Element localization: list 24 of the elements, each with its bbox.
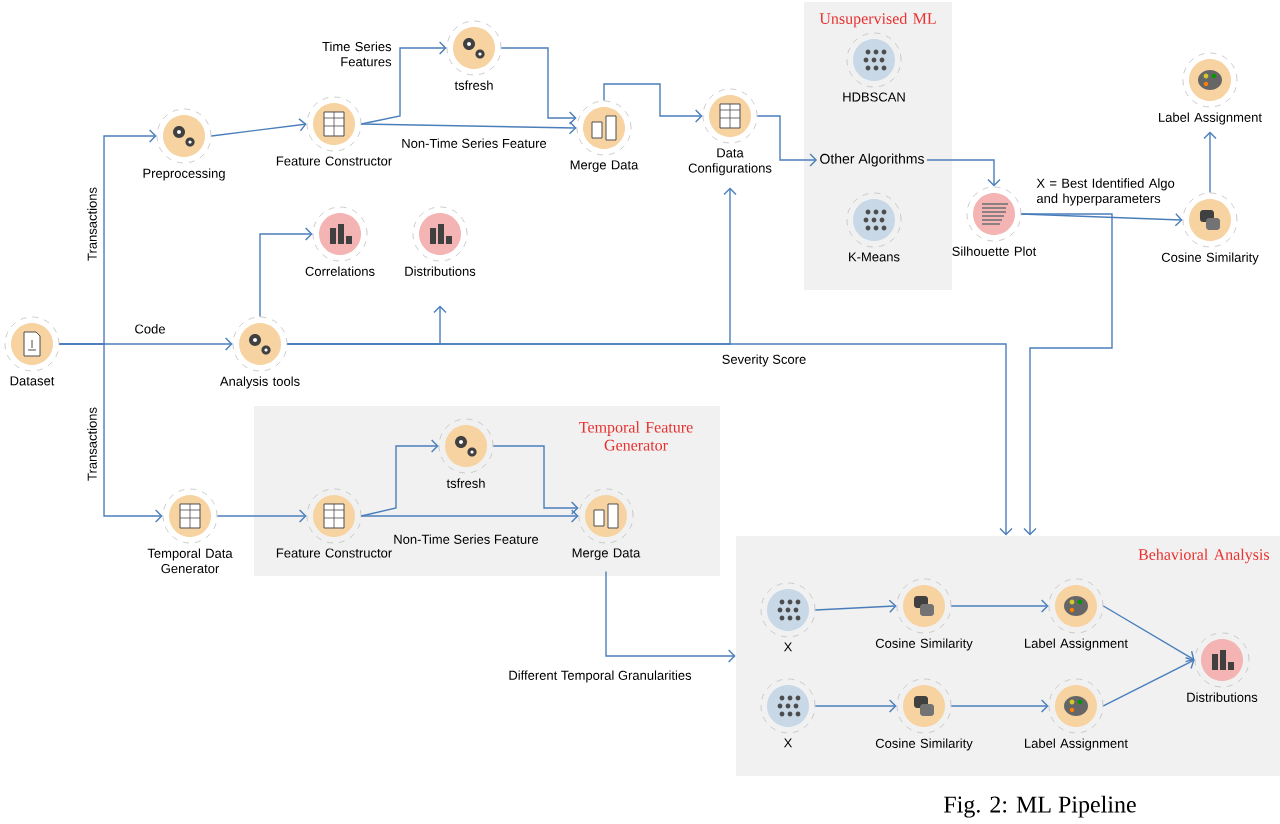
connector-arrow — [756, 115, 818, 167]
connector-arrow — [1203, 131, 1217, 194]
connector-arrow — [500, 47, 577, 125]
connector-arrow — [58, 337, 233, 351]
connector-arrow — [360, 41, 447, 125]
connector-arrow — [360, 509, 579, 523]
figure-caption: Fig. 2: ML Pipeline — [944, 795, 1136, 818]
connector-arrow — [603, 83, 703, 123]
connector-arrow — [286, 343, 1013, 536]
connector-arrow — [814, 599, 897, 614]
connector-arrow — [950, 599, 1049, 613]
connector-arrow — [492, 445, 579, 515]
connector-arrow — [1102, 657, 1195, 707]
connector-arrow — [259, 227, 313, 318]
connector-arrow — [926, 159, 1001, 187]
connector-arrow — [210, 118, 307, 137]
connector-arrow — [1020, 213, 1113, 536]
connector-arrow — [605, 570, 736, 663]
connector-arrow — [814, 699, 897, 713]
connector-arrow — [1102, 605, 1195, 663]
connector-arrow — [360, 439, 439, 517]
connector-arrow — [216, 509, 307, 523]
connector-arrow — [950, 699, 1049, 713]
connector-arrow — [360, 121, 577, 135]
